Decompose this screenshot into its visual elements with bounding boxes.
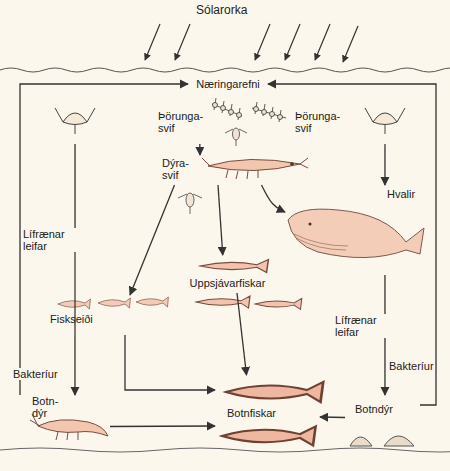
algae-cell [254, 107, 259, 112]
whale-body [288, 209, 424, 257]
algae-chain [252, 102, 286, 122]
sun-ray [343, 26, 358, 62]
organism-label: Hvalir [387, 188, 427, 200]
shrimp-body [38, 420, 108, 436]
diatom-spine [87, 108, 95, 122]
organism-label: Uppsjávarfiskar [180, 277, 275, 289]
sun-label: Sólarorka [196, 4, 247, 16]
algae-cell [237, 113, 242, 118]
sun-ray [145, 24, 160, 60]
algae-cell [213, 103, 218, 108]
food-arrow [320, 416, 345, 418]
organism-node: Uppsjávarfiskar [180, 255, 275, 293]
diatom [365, 108, 405, 134]
bottom-fish [222, 382, 323, 446]
copepod [225, 128, 247, 146]
water-surface [0, 68, 450, 72]
cod [226, 382, 323, 402]
sun-ray [315, 24, 330, 60]
algae-cell [221, 106, 226, 111]
organism-node: Botndýr [345, 395, 420, 445]
diatom-spine [55, 108, 63, 122]
shell [350, 437, 372, 446]
sea-bed [0, 448, 450, 452]
organism-node: Þörunga- svif [40, 100, 210, 144]
capelin [200, 260, 268, 273]
copepod [178, 193, 202, 214]
organism-node: Botnfiskar [215, 375, 320, 450]
fry [136, 297, 168, 307]
diatom [55, 108, 95, 134]
algae-cell [278, 115, 283, 120]
food-arrow [218, 185, 223, 255]
organism-label: Botn- dýr [32, 395, 66, 419]
capelin [255, 299, 302, 310]
copepod-body [186, 193, 194, 207]
fry [98, 298, 130, 308]
bottom-shells [350, 436, 414, 446]
organism-label: Fiskseiði [50, 313, 110, 325]
edge-label: Bakteríur [388, 360, 435, 372]
organism-node: Botn- dýr [20, 395, 110, 440]
food-arrow [199, 144, 201, 155]
krill-legs [202, 158, 308, 179]
edge-label: Lífrænar leifar [22, 228, 76, 252]
algae-cell [262, 110, 267, 115]
organism-node: Fiskseiði [50, 295, 175, 335]
copepod-limbs [178, 194, 202, 214]
organism-node: Dýra- svif [160, 155, 305, 185]
edge-label: Bakteríur [12, 368, 59, 380]
food-arrow [268, 84, 436, 405]
edge-label: Lífrænar leifar [334, 314, 386, 338]
sun-ray [175, 24, 190, 60]
algae-spines [252, 102, 286, 122]
organism-label: Botnfiskar [227, 407, 297, 419]
sun-rays [145, 24, 358, 62]
organism-label: Þörunga- svif [295, 110, 347, 134]
organism-label: Dýra- svif [162, 157, 198, 181]
food-arrow [125, 335, 215, 390]
diatom-spine [75, 125, 76, 134]
organism-label: Næringarefni [188, 78, 268, 90]
krill-eye [291, 163, 294, 166]
food-arrow [130, 185, 175, 295]
fry [58, 299, 90, 309]
food-arrow [110, 425, 215, 427]
copepod-body [233, 128, 240, 140]
sun-ray [255, 24, 270, 60]
food-arrow [384, 144, 385, 185]
food-arrow [237, 293, 247, 375]
whale-grooves [294, 234, 348, 250]
diatom-cell [63, 113, 87, 125]
algae-cell [270, 112, 275, 117]
capelin [196, 296, 250, 308]
diatom-spine [365, 108, 373, 122]
sun-ray [285, 24, 300, 60]
algae-spines [212, 98, 242, 120]
organism-label: Þörunga- svif [158, 110, 210, 134]
copepod-limbs [225, 129, 247, 146]
food-arrow [74, 144, 75, 395]
organism-node: Hvalir [285, 185, 425, 275]
algae-chain [212, 98, 242, 120]
diatom-spine [385, 125, 386, 134]
organism-node: Þörunga- svif [292, 100, 412, 144]
krill [202, 158, 308, 179]
cod [222, 427, 316, 446]
diatom-spine [397, 108, 405, 122]
whale-eye [309, 223, 312, 226]
algae-cell [229, 110, 234, 115]
organism-node: Næringarefni [188, 77, 268, 91]
organism-label: Botndýr [355, 403, 415, 415]
shell [384, 436, 414, 446]
food-arrow [262, 185, 286, 212]
whale [288, 209, 424, 257]
krill-body [208, 159, 300, 170]
diatom-cell [373, 113, 397, 125]
